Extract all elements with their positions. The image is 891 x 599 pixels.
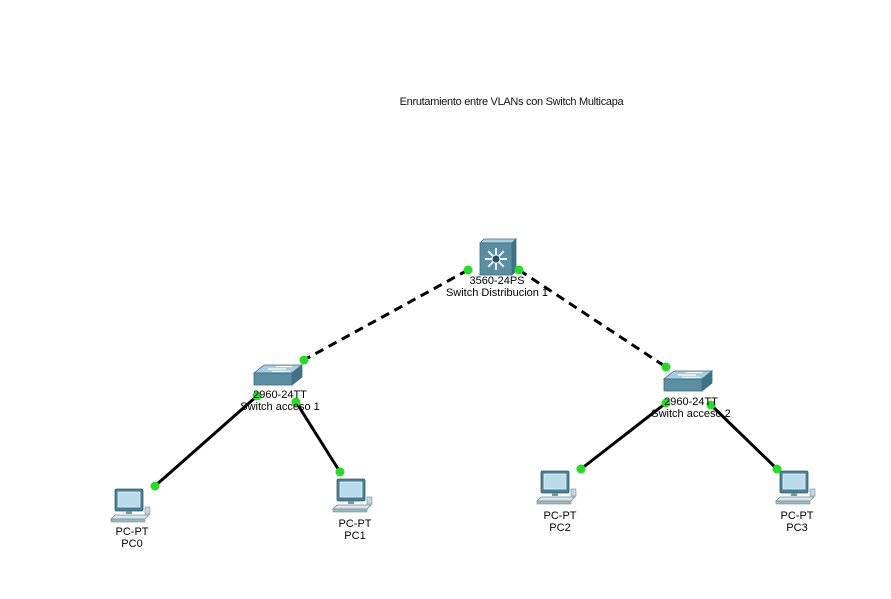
label-pc1: PC-PT PC1 [325,518,385,542]
label-switch-distribucion-1: 3560-24PS Switch Distribucion 1 [437,275,557,299]
port-status-acc2-pc3-b [772,464,782,474]
port-status-acc1-pc0-a [252,391,262,401]
ports-layer [150,265,782,491]
label-switch-acceso-1: 2960-24TT Switch acceso 1 [225,389,335,413]
switch-icon[interactable] [252,364,304,386]
label-pc3: PC-PT PC3 [767,510,827,534]
pc-icon[interactable] [536,470,577,505]
link-acc1-pc1[interactable] [294,401,342,473]
node-model: PC-PT [543,510,577,522]
port-status-acc2-pc3-a [706,400,716,410]
pc-icon[interactable] [332,478,373,513]
node-name: Switch Distribucion 1 [445,287,549,299]
node-model: PC-PT [115,526,149,538]
link-acc2-pc2[interactable] [580,401,667,471]
port-status-acc1-pc1-b [335,467,345,477]
node-name: PC2 [549,522,571,534]
port-status-acc1-pc1-a [291,397,301,407]
port-status-dist1-acc1-b [299,355,309,365]
port-status-acc2-pc2-a [661,398,671,408]
port-status-acc2-pc2-b [576,464,586,474]
node-model: PC-PT [338,518,372,530]
node-name: PC3 [786,522,808,534]
port-status-acc1-pc0-b [150,481,160,491]
diagram-title: Enrutamiento entre VLANs con Switch Mult… [399,96,624,108]
node-model: 2960-24TT [664,396,718,408]
node-name: PC1 [344,530,366,542]
label-pc0: PC-PT PC0 [102,526,162,550]
port-status-dist1-acc1-a [463,265,473,275]
pc-icon[interactable] [110,488,151,523]
port-status-dist1-acc2-b [661,362,671,372]
link-dist1-acc1[interactable] [303,268,469,362]
pc-icon[interactable] [775,470,816,505]
links-layer [154,268,779,488]
node-model: 2960-24TT [253,389,307,401]
node-name: Switch acceso 1 [240,401,320,413]
label-pc2: PC-PT PC2 [530,510,590,534]
switch-icon[interactable] [662,370,714,392]
label-switch-acceso-2: 2960-24TT Switch acceso 2 [636,396,746,420]
node-model: 3560-24PS [469,275,525,287]
link-acc2-pc3[interactable] [709,403,779,471]
node-name: Switch acceso 2 [651,408,731,420]
multilayer-switch-icon[interactable] [479,238,517,276]
port-status-dist1-acc2-a [514,265,524,275]
nodes-layer [110,238,816,523]
node-name: PC0 [121,538,143,550]
link-acc1-pc0[interactable] [154,394,258,488]
node-model: PC-PT [780,510,814,522]
